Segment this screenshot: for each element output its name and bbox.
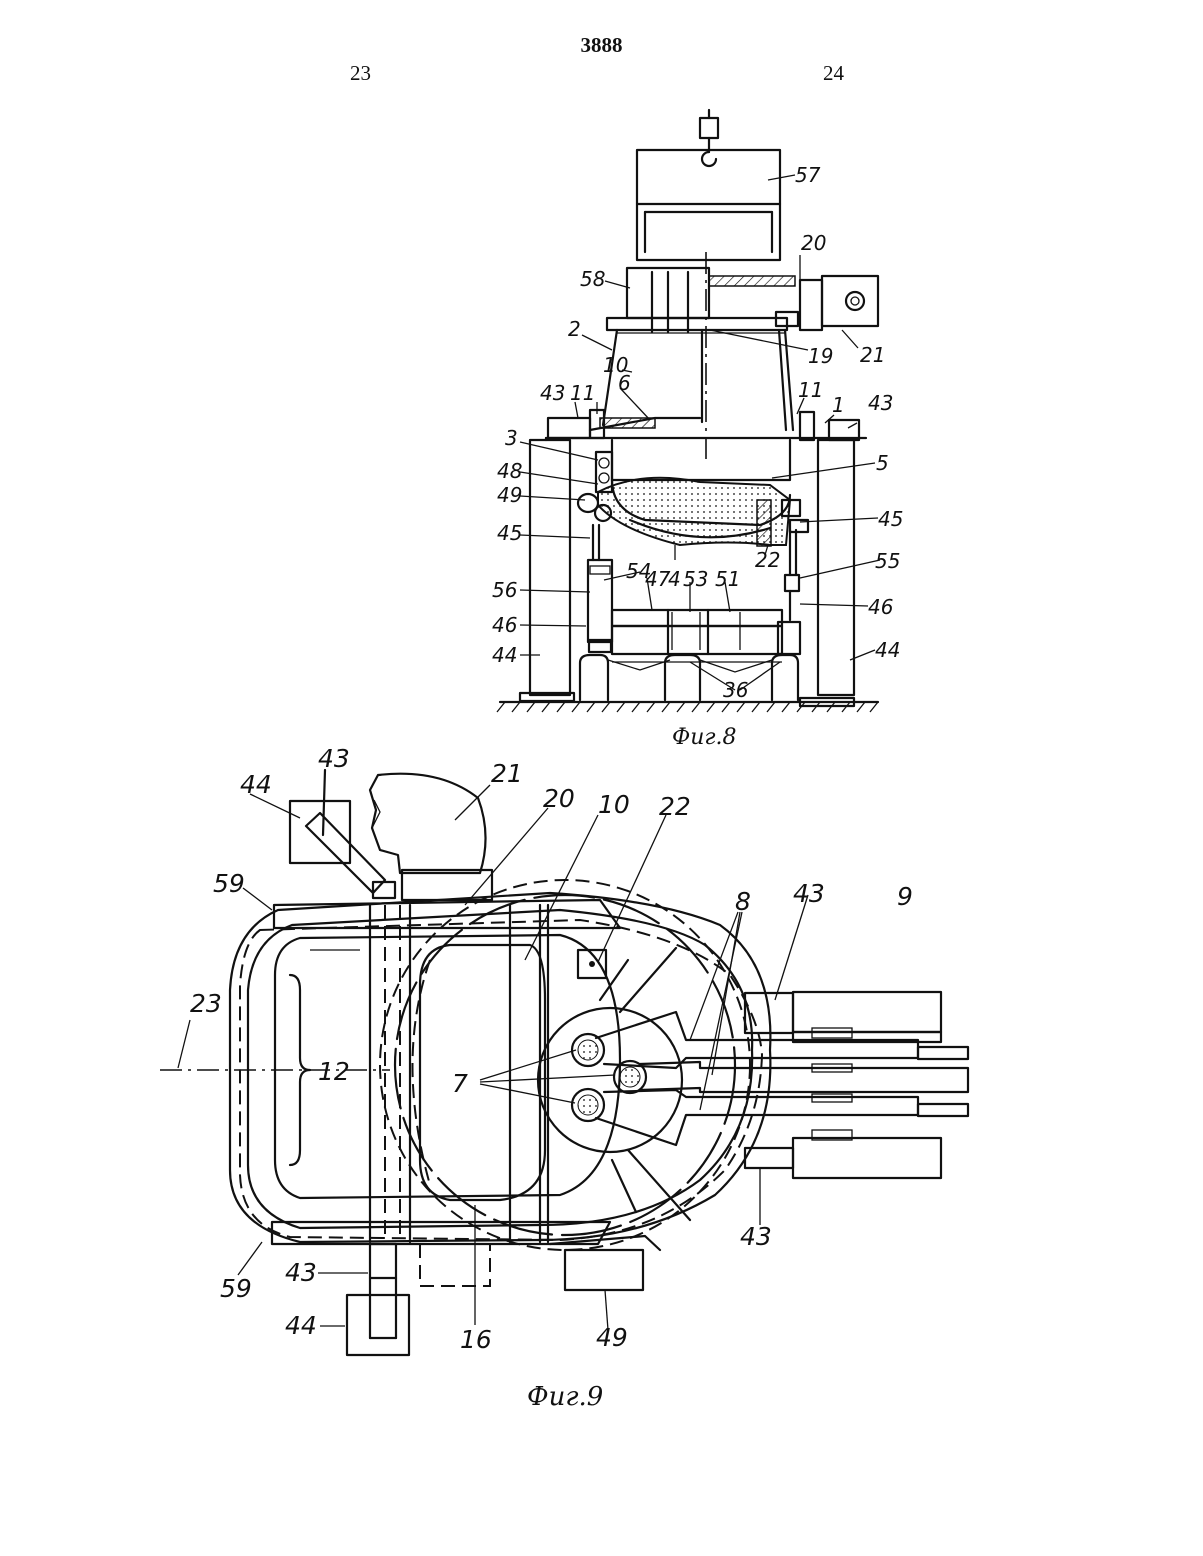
label-45-right: 45 xyxy=(878,507,903,531)
label-20: 20 xyxy=(543,784,575,813)
label-22: 22 xyxy=(755,548,780,572)
electrodes-7 xyxy=(572,1034,646,1121)
label-43-right-top: 43 xyxy=(793,879,825,908)
label-51: 51 xyxy=(715,567,740,591)
label-53: 53 xyxy=(683,567,708,591)
label-44-top: 44 xyxy=(240,770,272,799)
label-8: 8 xyxy=(735,887,751,916)
label-5: 5 xyxy=(876,451,889,475)
label-44-bottom: 44 xyxy=(285,1311,317,1340)
electrode-drives-9 xyxy=(745,992,941,1178)
label-22: 22 xyxy=(659,792,691,821)
label-10: 10 xyxy=(598,790,630,819)
label-7: 7 xyxy=(452,1069,468,1098)
roof-spokes xyxy=(538,948,690,1220)
label-59-bottom: 59 xyxy=(220,1274,252,1303)
label-11-right: 11 xyxy=(798,378,823,402)
base-frame xyxy=(612,610,782,662)
leader-lines-fig9 xyxy=(178,770,808,1330)
label-43-right: 43 xyxy=(868,391,893,415)
label-9: 9 xyxy=(897,882,913,911)
label-2: 2 xyxy=(568,317,581,341)
label-46-left: 46 xyxy=(492,613,517,637)
label-49: 49 xyxy=(497,483,522,507)
label-56: 56 xyxy=(492,578,517,602)
label-43-left: 43 xyxy=(540,381,565,405)
label-44-right: 44 xyxy=(875,638,900,662)
label-4: 4 xyxy=(668,567,681,591)
label-20: 20 xyxy=(801,231,826,255)
label-45-left: 45 xyxy=(497,521,522,545)
furnace-vessel xyxy=(598,440,790,546)
figure-8: 57 20 58 21 2 19 10 6 43 11 11 1 43 3 5 … xyxy=(492,110,903,750)
label-11-left: 11 xyxy=(570,381,595,405)
label-1: 1 xyxy=(832,393,845,417)
label-43-bottom: 43 xyxy=(285,1258,317,1287)
label-55: 55 xyxy=(875,549,900,573)
label-47: 47 xyxy=(645,567,671,591)
crane-hook xyxy=(700,110,718,166)
label-57: 57 xyxy=(795,163,821,187)
label-44-left: 44 xyxy=(492,643,517,667)
figure-9: 43 44 21 20 10 22 59 8 43 9 23 12 7 43 5… xyxy=(160,744,968,1412)
label-46-right: 46 xyxy=(868,595,893,619)
label-16: 16 xyxy=(460,1325,492,1354)
frame-58 xyxy=(607,268,795,332)
label-43-top: 43 xyxy=(318,744,350,773)
label-36: 36 xyxy=(723,678,748,702)
label-58: 58 xyxy=(580,267,605,291)
label-59-top: 59 xyxy=(213,869,245,898)
label-3: 3 xyxy=(505,426,518,450)
label-49: 49 xyxy=(596,1323,628,1352)
label-19: 19 xyxy=(808,344,833,368)
label-43-right-bottom: 43 xyxy=(740,1222,772,1251)
label-21: 21 xyxy=(491,759,523,788)
label-48: 48 xyxy=(497,459,522,483)
label-21: 21 xyxy=(860,343,885,367)
label-23: 23 xyxy=(190,989,222,1018)
ladle-16 xyxy=(413,945,546,1200)
figure-8-caption: Фиг.8 xyxy=(672,725,737,750)
label-12: 12 xyxy=(318,1057,350,1086)
label-6: 6 xyxy=(618,371,631,395)
figure-9-caption: Фиг.9 xyxy=(527,1382,603,1412)
